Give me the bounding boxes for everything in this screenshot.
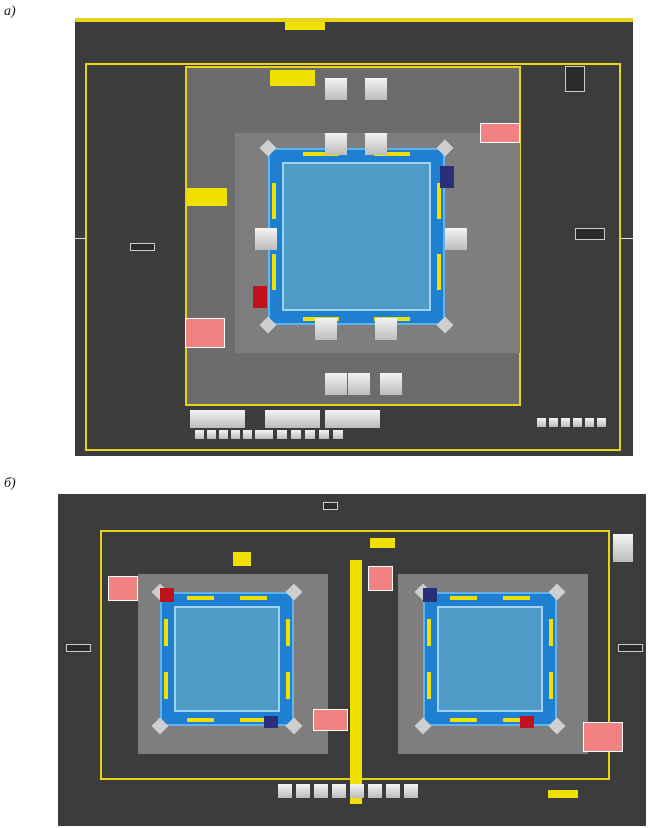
label-yellow (233, 552, 251, 566)
label-yellow (187, 188, 227, 206)
ring-left-pad (164, 618, 168, 646)
seat (291, 430, 301, 439)
label-dark (323, 502, 338, 510)
label-yellow (285, 22, 325, 30)
equipment-box (348, 373, 370, 395)
ring-left-pad (240, 596, 268, 600)
label-dark (575, 228, 605, 240)
label-yellow (548, 790, 578, 798)
panel-a-label: а) (4, 4, 16, 19)
seat (305, 430, 315, 439)
seat (195, 430, 204, 439)
ring-left-pad (164, 672, 168, 700)
seat (549, 418, 558, 427)
info-box (368, 566, 393, 591)
ring-right-pad (549, 618, 553, 646)
equipment-box (315, 318, 337, 340)
seat (319, 430, 329, 439)
red-corner (160, 588, 174, 602)
equipment-box (375, 318, 397, 340)
equipment-box (325, 78, 347, 100)
red-corner (520, 716, 534, 728)
seat (231, 430, 240, 439)
ring-left-pad (186, 596, 214, 600)
ring-left-canvas (174, 606, 280, 712)
ring-pad (303, 152, 339, 156)
seat (278, 784, 292, 798)
equipment-box (565, 66, 585, 92)
seat (585, 418, 594, 427)
blue-corner (423, 588, 437, 602)
label-yellow (270, 70, 315, 86)
ring-pad (272, 254, 276, 290)
ring-left-pad (286, 672, 290, 700)
equipment-box (325, 373, 347, 395)
info-box (108, 576, 138, 601)
layout-single-ring (75, 18, 633, 456)
seat (333, 430, 343, 439)
label-dark (130, 243, 155, 251)
seat (255, 430, 264, 439)
equipment-box (255, 228, 277, 250)
layout-two-rings (58, 494, 646, 826)
seat (277, 430, 287, 439)
seat (573, 418, 582, 427)
ring-left-pad (286, 618, 290, 646)
panel-b-label: б) (4, 476, 16, 491)
ring-right-pad (549, 672, 553, 700)
label-yellow (370, 538, 395, 548)
blue-corner-stool (440, 166, 454, 188)
info-box (313, 709, 348, 731)
seat (350, 784, 364, 798)
table (265, 410, 320, 428)
seat (296, 784, 310, 798)
ring-canvas (282, 162, 431, 311)
top-border (75, 18, 633, 22)
ring-right-pad (427, 618, 431, 646)
seat (597, 418, 606, 427)
seat (314, 784, 328, 798)
equipment-box (365, 78, 387, 100)
outer-perimeter (85, 63, 621, 451)
center-divider (350, 560, 362, 804)
ring-right-pad (449, 718, 477, 722)
seat (263, 430, 273, 439)
label-dark (66, 644, 91, 652)
ring-right-canvas (437, 606, 543, 712)
seat (243, 430, 252, 439)
equipment-box (613, 534, 633, 562)
ring-pad (437, 254, 441, 290)
ring-pad (272, 183, 276, 219)
seat (207, 430, 216, 439)
divider (75, 238, 85, 239)
table (190, 410, 245, 428)
label-dark (618, 644, 643, 652)
equipment-box (380, 373, 402, 395)
seat (537, 418, 546, 427)
ring-left-pad (240, 718, 268, 722)
ring-pad (437, 183, 441, 219)
seat (332, 784, 346, 798)
info-box (185, 318, 225, 348)
ring-right-pad (503, 718, 531, 722)
seat (561, 418, 570, 427)
ring-left-pad (186, 718, 214, 722)
seat (219, 430, 228, 439)
seat (404, 784, 418, 798)
ring-pad (374, 152, 410, 156)
equipment-box (325, 133, 347, 155)
seat (386, 784, 400, 798)
ring-right-pad (449, 596, 477, 600)
seat (368, 784, 382, 798)
ring-right-pad (503, 596, 531, 600)
info-box (480, 123, 520, 143)
info-box (583, 722, 623, 752)
red-corner-stool (253, 286, 267, 308)
ring-right-pad (427, 672, 431, 700)
blue-corner (264, 716, 278, 728)
equipment-box (365, 133, 387, 155)
equipment-box (445, 228, 467, 250)
table (325, 410, 380, 428)
divider (621, 238, 633, 239)
